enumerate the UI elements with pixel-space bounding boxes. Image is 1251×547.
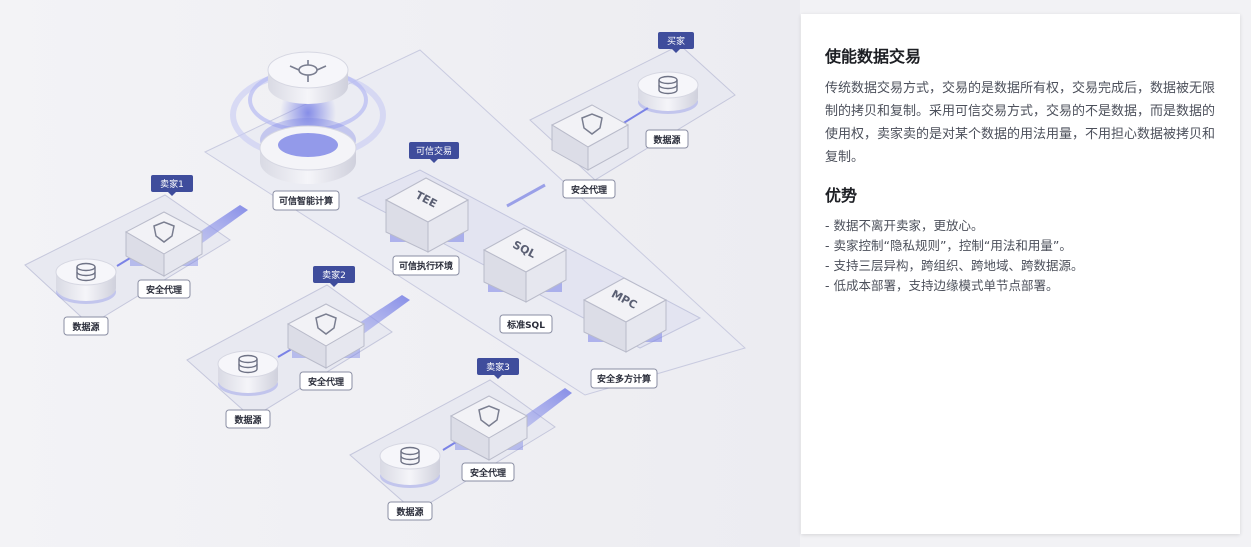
shield-icon bbox=[581, 113, 603, 135]
buyer-security-agent: 安全代理 bbox=[550, 104, 630, 199]
seller2-agent-label: 安全代理 bbox=[308, 376, 344, 388]
network-hub-icon bbox=[289, 60, 327, 82]
buyer-data-source-label: 数据源 bbox=[653, 134, 680, 146]
seller2-data-source: 数据源 bbox=[217, 350, 279, 429]
exchange-buyer-arrow bbox=[506, 183, 546, 208]
seller3-data-source: 数据源 bbox=[379, 442, 441, 521]
database-icon bbox=[400, 446, 420, 466]
sql-server: SQL 标准SQL bbox=[482, 227, 568, 334]
tee-label: 可信执行环境 bbox=[399, 260, 453, 272]
mpc-label: 安全多方计算 bbox=[597, 373, 651, 385]
trusted-compute-node: 可信智能计算 bbox=[230, 51, 386, 211]
seller3-tag: 卖家3 bbox=[486, 361, 510, 373]
mpc-server: MPC 安全多方计算 bbox=[582, 277, 668, 389]
advantages-list: - 数据不离开卖家，更放心。 - 卖家控制“隐私规则”，控制“用法和用量”。 -… bbox=[825, 216, 1216, 296]
seller1-agent-label: 安全代理 bbox=[146, 284, 182, 296]
seller3-node: 卖家3 安全代理 数据源 bbox=[379, 358, 529, 521]
seller2-security-agent: 安全代理 bbox=[286, 303, 366, 391]
advantage-item: - 数据不离开卖家，更放心。 bbox=[825, 218, 984, 233]
architecture-diagram: 可信智能计算 可信交易 TEE 可信执行环境 SQL 标准SQL MPC 安全多… bbox=[0, 0, 800, 547]
seller1-node: 卖家1 安全代理 数据源 bbox=[55, 175, 204, 336]
buyer-internal-arrow bbox=[621, 107, 649, 125]
seller2-node: 卖家2 安全代理 数据源 bbox=[217, 266, 366, 429]
seller1-data-source-label: 数据源 bbox=[72, 321, 99, 333]
database-icon bbox=[238, 354, 258, 374]
seller3-agent-label: 安全代理 bbox=[470, 467, 506, 479]
advantage-item: - 支持三层异构，跨组织、跨地域、跨数据源。 bbox=[825, 258, 1084, 273]
shield-icon bbox=[478, 405, 500, 427]
panel-title: 使能数据交易 bbox=[825, 47, 922, 66]
trusted-compute-label: 可信智能计算 bbox=[279, 195, 333, 207]
database-icon bbox=[76, 262, 96, 282]
buyer-node: 买家 安全代理 数据源 bbox=[550, 32, 699, 199]
seller3-security-agent: 安全代理 bbox=[449, 395, 529, 482]
tee-server: TEE 可信执行环境 bbox=[384, 177, 470, 276]
seller1-tag: 卖家1 bbox=[160, 178, 184, 190]
buyer-agent-label: 安全代理 bbox=[571, 184, 607, 196]
database-icon bbox=[658, 75, 678, 95]
buyer-tag: 买家 bbox=[667, 35, 685, 47]
shield-icon bbox=[315, 313, 337, 335]
sql-label: 标准SQL bbox=[506, 319, 545, 331]
seller1-security-agent: 安全代理 bbox=[124, 211, 204, 299]
seller2-tag: 卖家2 bbox=[322, 269, 346, 281]
trusted-exchange-tag: 可信交易 bbox=[409, 142, 459, 163]
trusted-exchange-tag-text: 可信交易 bbox=[416, 145, 452, 157]
seller2-data-source-label: 数据源 bbox=[234, 414, 261, 426]
shield-icon bbox=[153, 221, 175, 243]
info-panel: 使能数据交易 传统数据交易方式，交易的是数据所有权，交易完成后，数据被无限制的拷… bbox=[801, 14, 1240, 534]
panel-description: 传统数据交易方式，交易的是数据所有权，交易完成后，数据被无限制的拷贝和复制。采用… bbox=[825, 81, 1216, 165]
advantage-item: - 低成本部署，支持边缘模式单节点部署。 bbox=[825, 278, 1059, 293]
seller3-data-source-label: 数据源 bbox=[396, 506, 423, 518]
advantages-title: 优势 bbox=[825, 186, 858, 205]
advantage-item: - 卖家控制“隐私规则”，控制“用法和用量”。 bbox=[825, 238, 1072, 253]
buyer-data-source: 数据源 bbox=[637, 71, 699, 149]
seller1-data-source: 数据源 bbox=[55, 258, 117, 336]
